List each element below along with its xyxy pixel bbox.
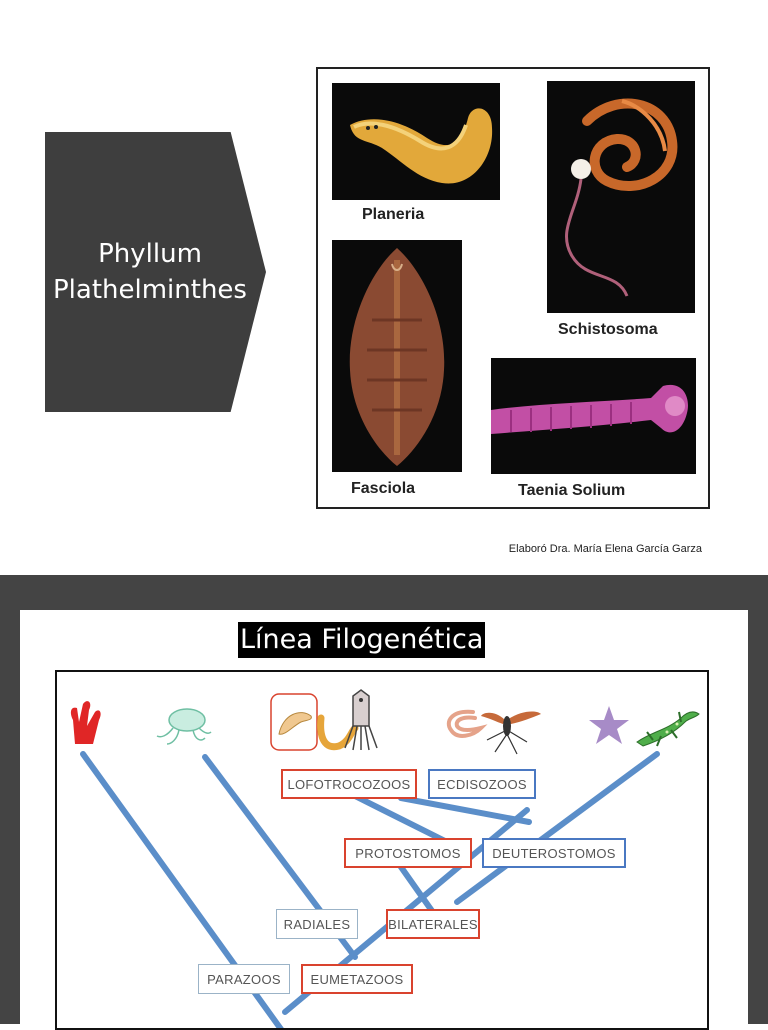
jellyfish-icon	[156, 708, 212, 745]
nematode-icon	[446, 709, 488, 738]
sponge-icon	[70, 701, 101, 744]
worm-icon	[317, 714, 359, 751]
slide-phylogeny: Línea Filogenética	[0, 575, 768, 1030]
clade-radiales: RADIALES	[276, 909, 358, 939]
author-credit: Elaboró Dra. María Elena García Garza	[508, 543, 702, 555]
fasciola-photo	[332, 240, 462, 472]
lizard-icon	[636, 711, 700, 747]
heading-line-1: Phyllum	[98, 239, 202, 269]
clade-deuterostomos: DEUTEROSTOMOS	[482, 838, 626, 868]
taenia-label: Taenia Solium	[518, 482, 626, 499]
flatworm-icon	[270, 693, 318, 751]
clade-bilaterales: BILATERALES	[386, 909, 480, 939]
taenia-photo	[491, 358, 696, 474]
heading-shape: Phyllum Plathelminthes	[45, 132, 266, 412]
clade-lofotrocozoos: LOFOTROCOZOOS	[281, 769, 417, 799]
species-photo-collage: Planeria Schistosoma Fasciola	[316, 67, 710, 509]
planaria-label: Planeria	[362, 206, 425, 223]
clade-ecdisozoos: ECDISOZOOS	[428, 769, 536, 799]
slide-title: Línea Filogenética	[238, 622, 486, 658]
clade-parazoos: PARAZOOS	[198, 964, 290, 994]
schistosoma-label: Schistosoma	[558, 321, 658, 338]
schistosoma-photo	[547, 81, 695, 313]
clade-eumetazoos: EUMETAZOOS	[301, 964, 413, 994]
slide-heading: Phyllum Plathelminthes	[45, 236, 255, 308]
heading-line-2: Plathelminthes	[53, 275, 247, 305]
squid-icon	[344, 689, 378, 751]
slide-content: Línea Filogenética	[20, 610, 748, 1030]
mosquito-icon	[481, 711, 541, 755]
planaria-photo	[332, 83, 500, 200]
clade-protostomos: PROTOSTOMOS	[344, 838, 472, 868]
phylogenetic-tree: LOFOTROCOZOOS ECDISOZOOS PROTOSTOMOS DEU…	[55, 670, 709, 1030]
slide-platyhelminthes: Phyllum Plathelminthes Planeria	[45, 67, 710, 555]
fasciola-label: Fasciola	[351, 480, 416, 497]
starfish-icon	[589, 706, 629, 744]
